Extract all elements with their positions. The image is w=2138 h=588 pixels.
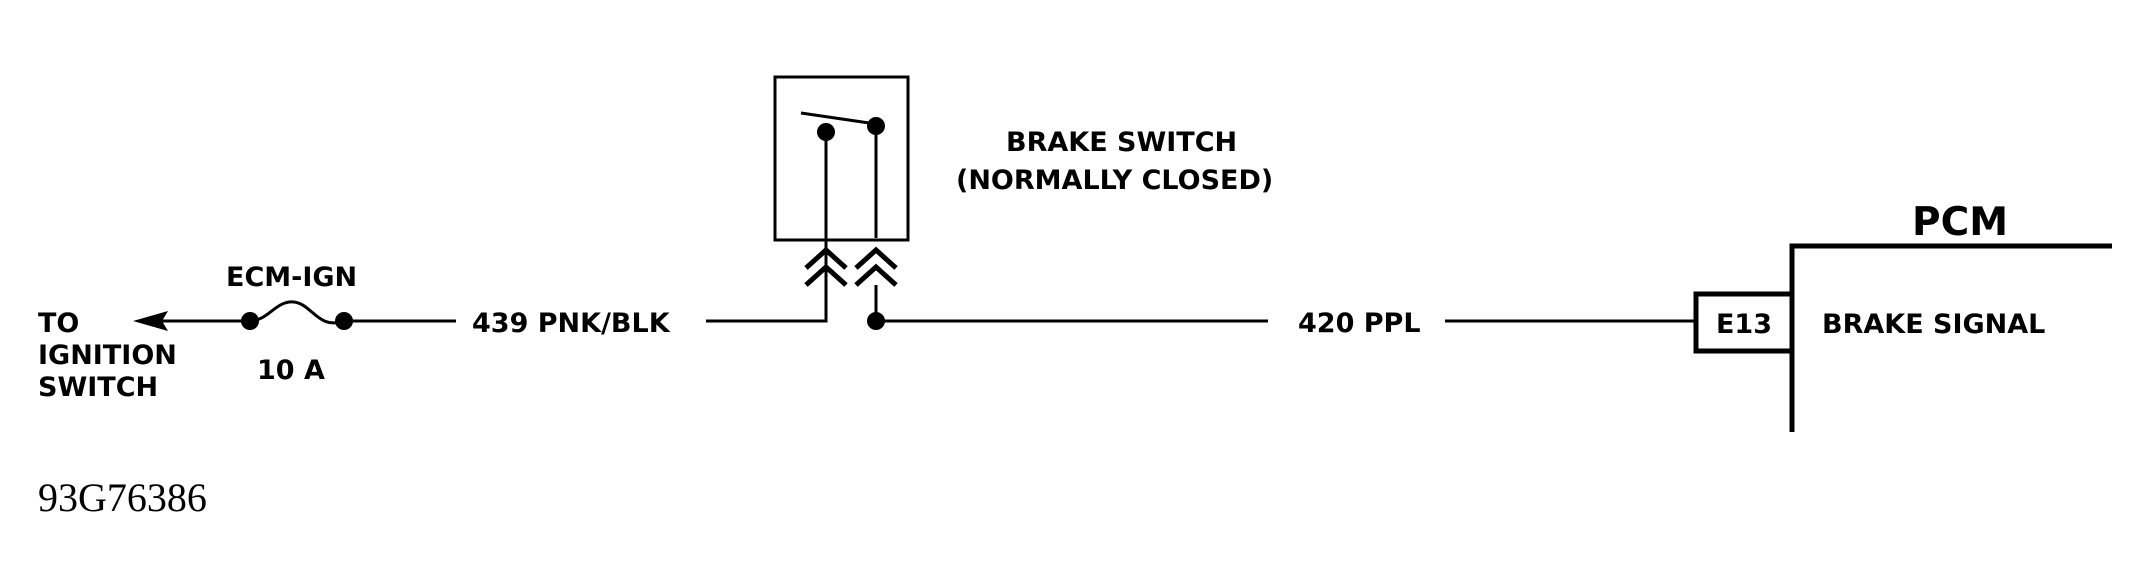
switch-subtitle: (NORMALLY CLOSED): [956, 165, 1273, 196]
fuse-name: ECM-IGN: [226, 262, 357, 293]
brake-switch-box: [773, 75, 910, 242]
module-border: [1789, 243, 2112, 432]
fuse-icon: [241, 300, 353, 330]
connector-chevron-icon: [804, 246, 898, 287]
wire-feed-label: 439 PNK/BLK: [472, 308, 671, 339]
source-label-line-2: IGNITION: [38, 340, 177, 371]
module-name: PCM: [1912, 200, 2008, 245]
pin-label: E13: [1716, 309, 1772, 340]
fuse-rating: 10 A: [257, 355, 325, 386]
figure-id: 93G76386: [38, 475, 207, 520]
source-label-line-3: SWITCH: [38, 372, 158, 403]
pin-box: [1693, 291, 1795, 354]
wire-signal-label: 420 PPL: [1298, 308, 1421, 339]
signal-label: BRAKE SIGNAL: [1822, 309, 2045, 340]
source-label: TO IGNITION SWITCH: [38, 308, 177, 403]
switch-title: BRAKE SWITCH: [1006, 127, 1237, 158]
wire-feed-segment-2: [706, 238, 828, 323]
switch-contact-icon: [800, 111, 885, 238]
source-label-line-1: TO: [38, 308, 79, 339]
arrow-to-ignition-icon: [133, 311, 250, 331]
